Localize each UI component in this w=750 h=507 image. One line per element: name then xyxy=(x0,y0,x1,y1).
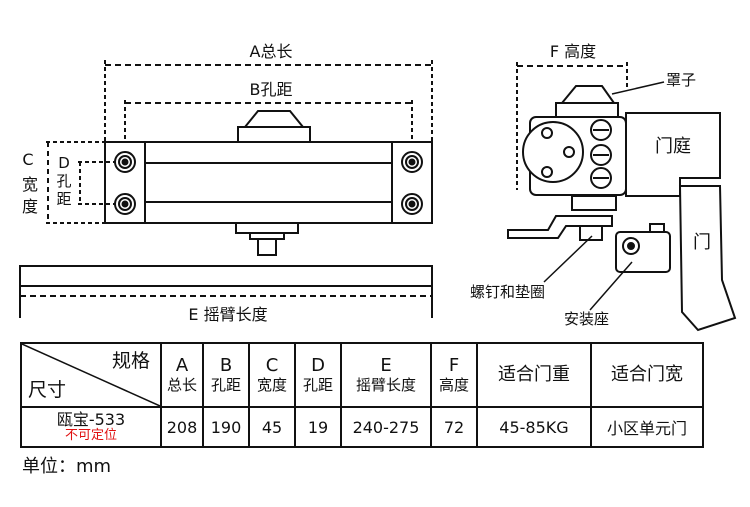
header-a-sub: 总长 xyxy=(166,376,197,394)
label-c-letter: C xyxy=(22,150,33,169)
corner-cell: 规格 尺寸 xyxy=(20,342,162,408)
value-door-width: 小区单元门 xyxy=(590,406,704,448)
header-cell-door-weight: 适合门重 xyxy=(476,342,592,408)
label-mount: 安装座 xyxy=(564,310,609,328)
diagram-labels: A总长 B孔距 C 宽 度 D 孔 距 E 摇臂长度 F 高度 罩子 门庭 门 … xyxy=(16,40,711,328)
model-cell: 瓯宝-533 不可定位 xyxy=(20,406,162,448)
header-cell-f: F 高度 xyxy=(430,342,478,408)
label-b-hole: B孔距 xyxy=(250,80,293,99)
header-b-sub: 孔距 xyxy=(210,376,241,394)
side-view xyxy=(507,62,737,332)
value-b: 190 xyxy=(202,406,250,448)
header-cell-c: C 宽度 xyxy=(248,342,296,408)
value-door-weight: 45-85KG xyxy=(476,406,592,448)
table-row: 瓯宝-533 不可定位 208 190 45 19 240-275 72 45-… xyxy=(20,406,704,448)
header-b-top: B xyxy=(219,355,233,376)
label-d-letter: D xyxy=(58,154,70,172)
label-cover: 罩子 xyxy=(666,71,696,89)
value-c: 45 xyxy=(248,406,296,448)
unit-note: 单位：mm xyxy=(22,456,112,477)
header-a-top: A xyxy=(175,355,189,376)
spec-table: 规格 尺寸 A 总长 B 孔距 C 宽度 D 孔距 E 摇臂长度 F 高度 xyxy=(20,342,704,448)
label-d-hole-1: 孔 xyxy=(56,172,71,190)
header-cell-e: E 摇臂长度 xyxy=(340,342,432,408)
corner-spec-label: 规格 xyxy=(111,350,150,372)
corner-diagonal xyxy=(22,344,160,406)
value-f: 72 xyxy=(430,406,478,448)
header-f-top: F xyxy=(448,355,460,376)
header-door-weight: 适合门重 xyxy=(498,364,570,385)
model-name: 瓯宝-533 xyxy=(56,410,126,429)
header-e-top: E xyxy=(380,355,392,376)
header-d-top: D xyxy=(311,355,325,376)
label-door: 门 xyxy=(693,232,711,253)
value-d: 19 xyxy=(294,406,342,448)
header-cell-a: A 总长 xyxy=(160,342,204,408)
header-cell-door-width: 适合门宽 xyxy=(590,342,704,408)
label-f-height: F 高度 xyxy=(550,42,596,61)
header-c-top: C xyxy=(265,355,279,376)
header-d-sub: 孔距 xyxy=(302,376,333,394)
label-c-wide-1: 宽 xyxy=(22,175,38,194)
label-door-frame: 门庭 xyxy=(655,136,691,157)
label-screw: 螺钉和垫圈 xyxy=(470,283,545,301)
value-e: 240-275 xyxy=(340,406,432,448)
door-closer-diagram: A总长 B孔距 C 宽 度 D 孔 距 E 摇臂长度 F 高度 罩子 门庭 门 … xyxy=(16,40,737,332)
value-a: 208 xyxy=(160,406,204,448)
header-cell-d: D 孔距 xyxy=(294,342,342,408)
label-a-total: A总长 xyxy=(250,42,293,61)
label-c-wide-2: 度 xyxy=(22,197,38,216)
label-d-hole-2: 距 xyxy=(56,190,71,208)
header-f-sub: 高度 xyxy=(438,376,469,394)
front-view xyxy=(19,60,433,318)
corner-size-label: 尺寸 xyxy=(28,379,67,401)
model-note: 不可定位 xyxy=(64,428,117,443)
header-c-sub: 宽度 xyxy=(256,376,287,394)
table-header-row: 规格 尺寸 A 总长 B 孔距 C 宽度 D 孔距 E 摇臂长度 F 高度 xyxy=(20,342,704,408)
label-e-arm: E 摇臂长度 xyxy=(188,305,267,324)
header-door-width: 适合门宽 xyxy=(611,364,683,385)
header-e-sub: 摇臂长度 xyxy=(355,376,416,394)
header-cell-b: B 孔距 xyxy=(202,342,250,408)
